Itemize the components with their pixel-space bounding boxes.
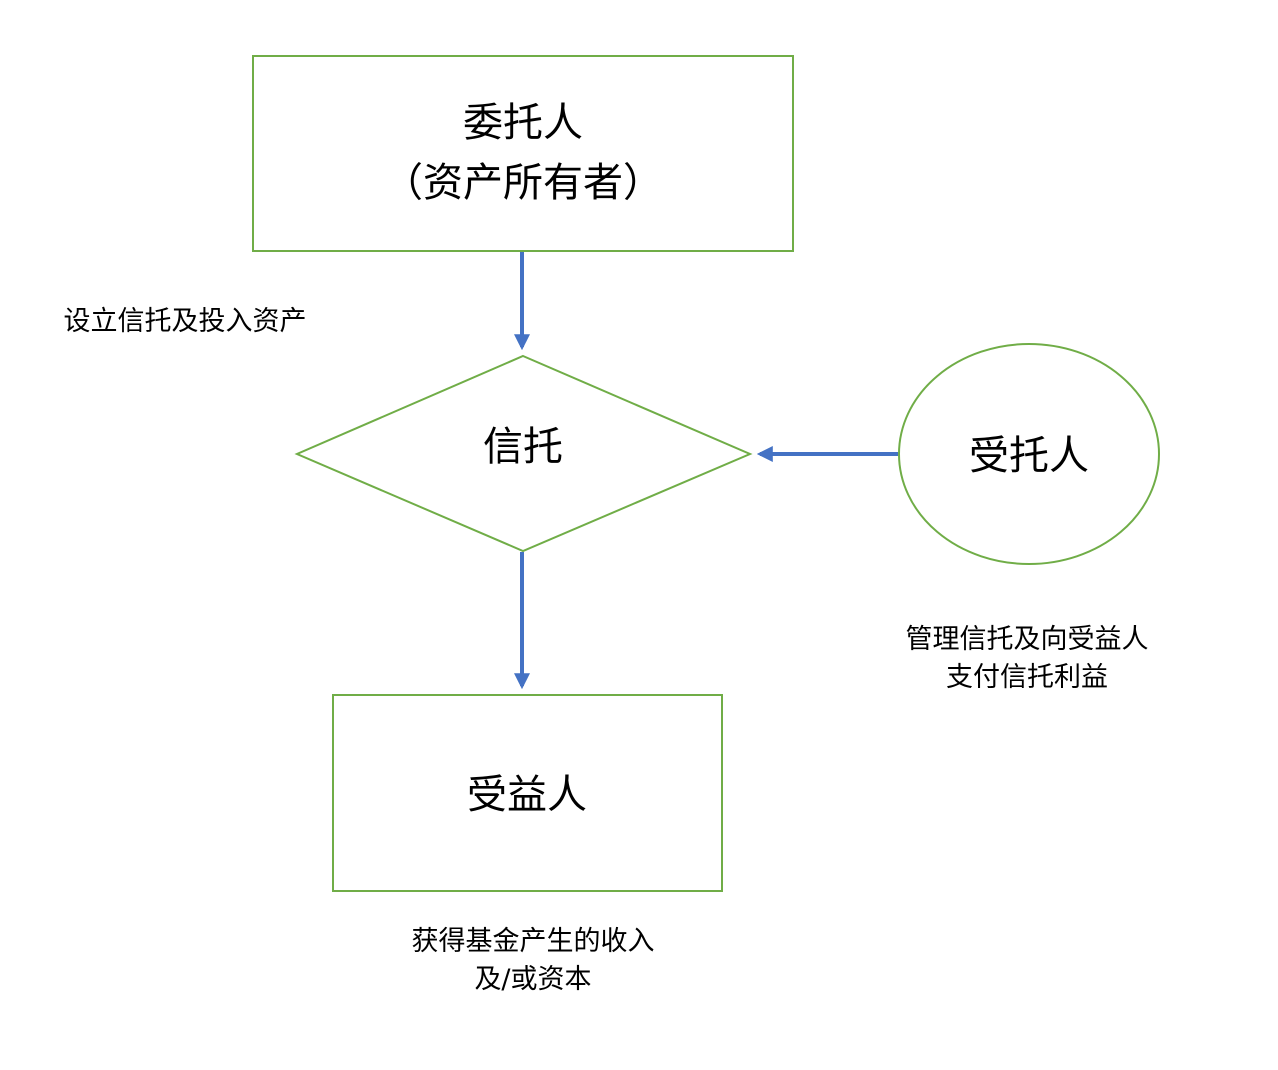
- settlor-box: [252, 55, 794, 252]
- trust-diamond: [294, 354, 753, 553]
- trustee-action-note-line1: 管理信托及向受益人: [906, 624, 1149, 655]
- beneficiary-gain-note-line1: 获得基金产生的收入: [412, 926, 655, 957]
- trust-label: 信托: [483, 424, 563, 470]
- settlor-subtitle: （资产所有者）: [383, 160, 663, 206]
- trustee-label: 受托人: [969, 433, 1089, 479]
- beneficiary-box: [332, 694, 723, 892]
- trustee-action-note-line2: 支付信托利益: [946, 662, 1108, 693]
- settlor-node: 委托人 （资产所有者）: [252, 55, 794, 252]
- trust-node: 信托: [294, 354, 753, 553]
- beneficiary-label: 受益人: [467, 772, 587, 818]
- trustee-node: 受托人: [898, 343, 1160, 565]
- settlor-action-note: 设立信托及投入资产: [64, 306, 307, 337]
- beneficiary-node: 受益人: [332, 694, 723, 892]
- settlor-title: 委托人: [463, 100, 583, 146]
- trustee-ellipse: [898, 343, 1160, 565]
- beneficiary-gain-note-line2: 及/或资本: [474, 964, 591, 995]
